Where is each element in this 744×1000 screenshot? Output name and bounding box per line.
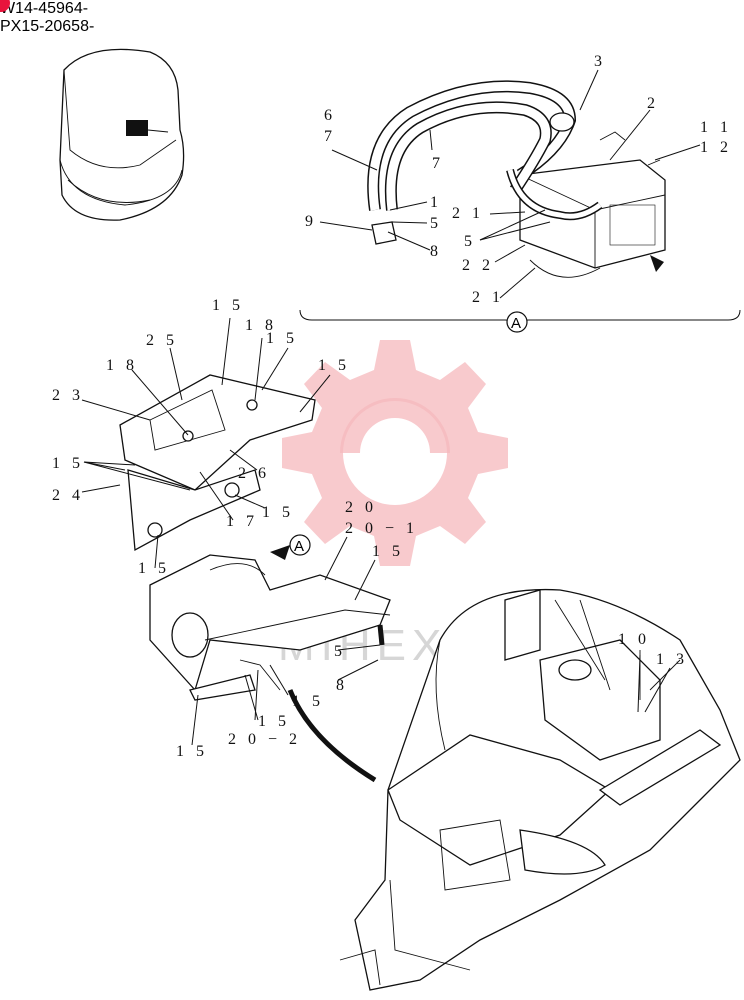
label-1: 1 <box>430 194 442 211</box>
detail-a-letter: A <box>511 315 521 332</box>
label-17: 1 7 <box>226 513 258 530</box>
label-12: 1 2 <box>700 139 732 156</box>
label-6: 6 <box>324 107 336 124</box>
label-15j: 1 5 <box>176 743 208 760</box>
machine-frame-part <box>339 588 741 991</box>
label-8b: 8 <box>336 677 348 694</box>
marker-dot-icon <box>0 0 10 12</box>
arrow-a-callout <box>289 534 311 556</box>
label-15g: 1 5 <box>138 560 170 577</box>
serial-start-text: W14-45964- <box>0 0 89 17</box>
label-15h: 1 5 <box>292 693 324 710</box>
label-13: 1 3 <box>656 651 688 668</box>
watermark-gear-icon <box>282 340 508 566</box>
leader-curve-arrow <box>287 689 377 783</box>
label-18b: 1 8 <box>106 357 138 374</box>
serial-end-text: PX15-20658- <box>0 18 95 35</box>
label-20-1: 2 0 − 1 <box>345 520 418 537</box>
serial-range-end: PX15-20658- <box>0 18 94 36</box>
label-9: 9 <box>305 213 317 230</box>
label-5c: 5 <box>334 643 346 660</box>
label-3: 3 <box>594 53 606 70</box>
label-5a: 5 <box>430 215 442 232</box>
cab-cover-part <box>59 48 185 221</box>
part-labels: 3 2 1 1 1 2 6 7 7 1 9 5 8 2 1 5 2 2 2 1 … <box>52 53 732 760</box>
label-5b: 5 <box>464 233 476 250</box>
label-26: 2 6 <box>238 465 270 482</box>
label-15d: 1 5 <box>52 455 84 472</box>
label-20: 2 0 <box>345 499 377 516</box>
label-15b: 1 5 <box>266 330 298 347</box>
label-8a: 8 <box>430 243 442 260</box>
arrow-a-letter: A <box>294 538 304 555</box>
heater-assembly-part <box>149 554 391 701</box>
label-20-2: 2 0 − 2 <box>228 731 301 748</box>
label-7a: 7 <box>324 128 336 145</box>
label-11: 1 1 <box>700 119 732 136</box>
serial-range-start: W14-45964- <box>0 0 88 18</box>
label-15e: 1 5 <box>262 504 294 521</box>
arrow-a-icon <box>270 545 290 560</box>
label-22: 2 2 <box>462 257 494 274</box>
label-23: 2 3 <box>52 387 84 404</box>
heater-hose-part <box>367 80 603 278</box>
label-10: 1 0 <box>618 631 650 648</box>
label-24: 2 4 <box>52 487 84 504</box>
detail-a-callout <box>506 311 528 333</box>
label-15f: 1 5 <box>372 543 404 560</box>
label-21b: 2 1 <box>472 289 504 306</box>
label-21a: 2 1 <box>452 205 484 222</box>
label-7b: 7 <box>432 155 444 172</box>
label-2: 2 <box>647 95 659 112</box>
label-15c: 1 5 <box>318 357 350 374</box>
label-15i: 1 5 <box>258 713 290 730</box>
label-15a: 1 5 <box>212 297 244 314</box>
label-18a: 1 8 <box>245 317 277 334</box>
leader-lines <box>81 69 701 746</box>
heater-cover-panel-part <box>119 374 316 552</box>
label-25: 2 5 <box>146 332 178 349</box>
